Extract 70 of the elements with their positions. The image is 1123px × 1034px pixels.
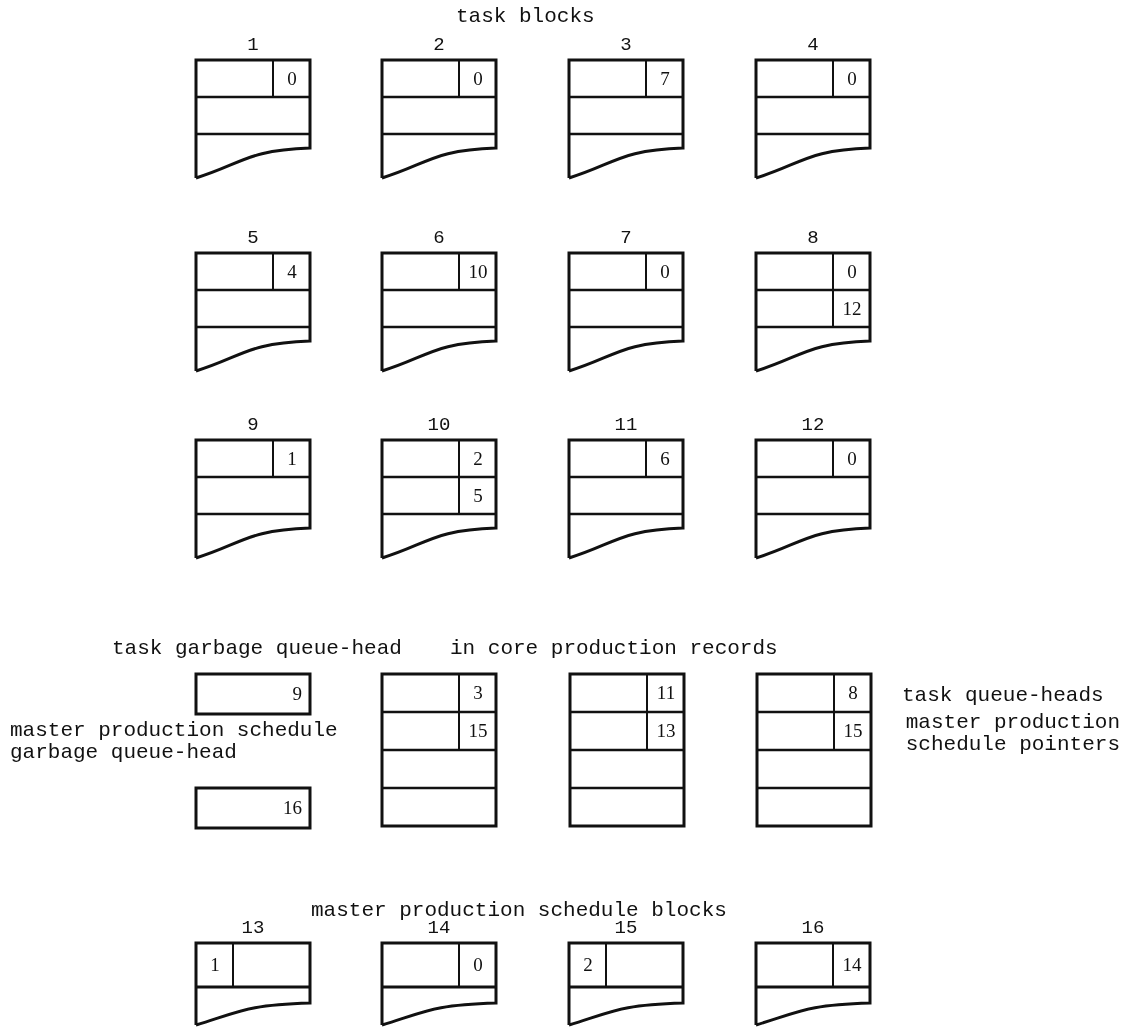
pointer-value: 14 (841, 954, 863, 976)
pointer-value: 0 (286, 67, 298, 90)
pointer-value: 8 (847, 682, 859, 704)
queue-head (194, 672, 312, 716)
task-block (567, 35, 685, 180)
block-number: 4 (806, 36, 820, 54)
pointer-value: 4 (286, 260, 298, 283)
task-block (567, 228, 685, 373)
pointer-value: 9 (291, 683, 302, 705)
pointer-value: 7 (659, 67, 671, 90)
block-number: 6 (432, 229, 446, 247)
block-number: 15 (613, 919, 639, 937)
pointer-value: 0 (472, 954, 484, 976)
schedule-block (380, 918, 498, 1027)
block-number: 9 (246, 416, 260, 434)
schedule-block (567, 918, 685, 1027)
task-block (754, 35, 872, 180)
block-number: 12 (800, 416, 826, 434)
pointer-value: 1 (209, 954, 221, 976)
pointer-value: 13 (655, 720, 677, 742)
task-block (380, 35, 498, 180)
task-block (754, 228, 872, 373)
annotation: master production schedule garbage queue-head (10, 720, 339, 764)
pointer-value: 15 (467, 720, 489, 742)
pointer-value: 2 (472, 447, 484, 470)
production-record (380, 672, 498, 828)
pointer-value: 6 (659, 447, 671, 470)
annotation: task queue-heads (902, 685, 1105, 707)
block-number: 8 (806, 229, 820, 247)
pointer-value: 2 (582, 954, 594, 976)
pointer-value: 15 (842, 720, 864, 742)
block-number: 16 (800, 919, 826, 937)
task-block (380, 415, 498, 560)
production-record (568, 672, 686, 828)
task-block (380, 228, 498, 373)
block-number: 11 (613, 416, 639, 434)
pointer-value: 0 (846, 67, 858, 90)
pointer-value: 0 (472, 67, 484, 90)
pointer-value: 0 (659, 260, 671, 283)
pointer-value: 1 (286, 447, 298, 470)
pointer-value: 0 (846, 447, 858, 470)
pointer-value: 11 (655, 682, 677, 704)
queue-head (194, 786, 312, 830)
annotation: task garbage queue-head (112, 638, 403, 660)
task-block (194, 415, 312, 560)
schedule-block (754, 918, 872, 1027)
pointer-value: 16 (282, 797, 302, 819)
block-number: 2 (432, 36, 446, 54)
section-heading: master production schedule blocks (311, 900, 728, 922)
pointer-value: 3 (472, 682, 484, 704)
block-number: 1 (246, 36, 260, 54)
pointer-value: 0 (846, 260, 858, 283)
schedule-block (194, 918, 312, 1027)
pointer-value: 5 (472, 484, 484, 507)
block-number: 13 (240, 919, 266, 937)
task-block (194, 35, 312, 180)
production-record (755, 672, 873, 828)
task-block (567, 415, 685, 560)
block-number: 7 (619, 229, 633, 247)
block-number: 14 (427, 919, 451, 937)
annotation: master production schedule pointers (904, 712, 1120, 756)
block-number: 10 (426, 416, 452, 434)
section-heading: in core production records (450, 638, 779, 660)
task-block (754, 415, 872, 560)
section-heading: task blocks (456, 6, 596, 28)
block-number: 3 (619, 36, 633, 54)
pointer-value: 12 (841, 297, 863, 320)
task-block (194, 228, 312, 373)
pointer-value: 10 (467, 260, 489, 283)
block-number: 5 (246, 229, 260, 247)
